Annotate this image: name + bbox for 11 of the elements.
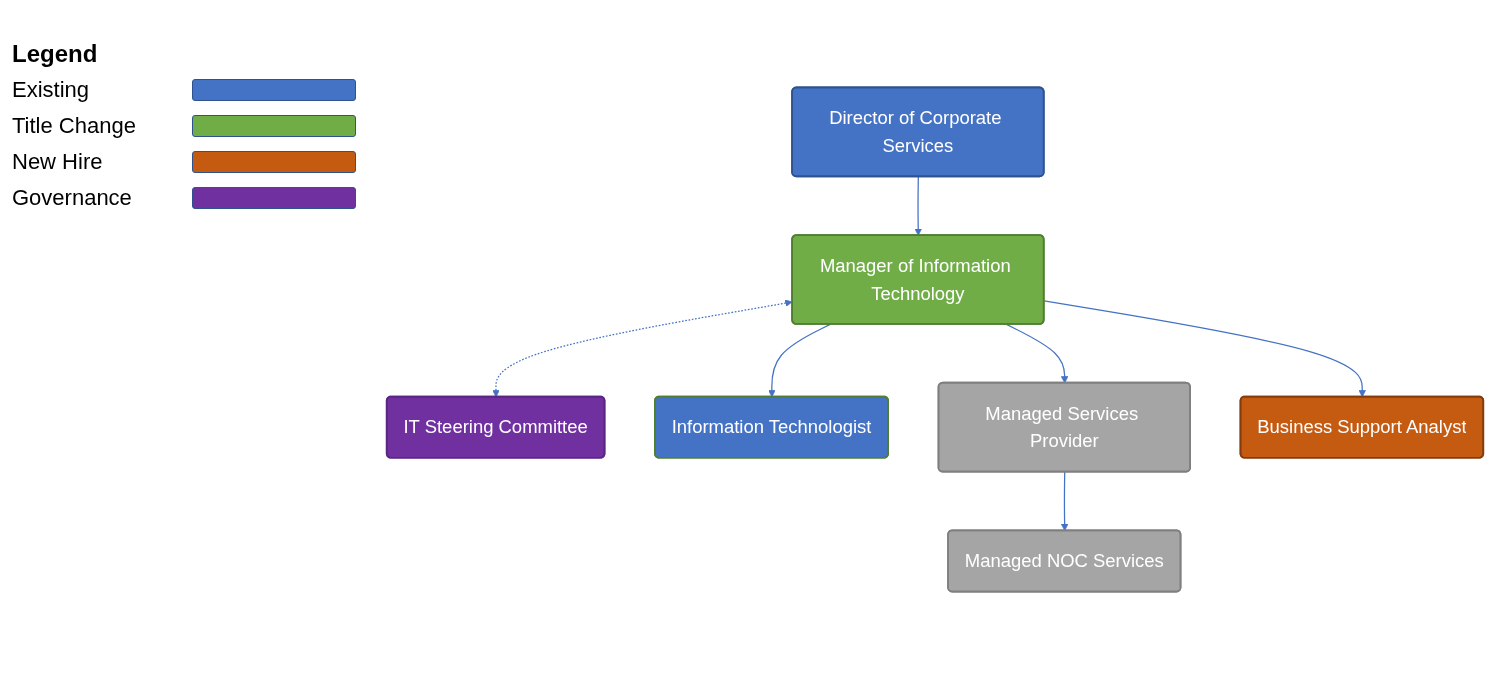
arrow	[914, 176, 922, 236]
legend-label: Governance	[12, 185, 133, 211]
legend-label: New Hire	[12, 149, 104, 175]
legend-label: Title Change	[12, 113, 137, 139]
arrow	[1060, 471, 1069, 532]
arrow	[1043, 300, 1366, 398]
legend-title: Legend	[12, 40, 99, 68]
arrow	[1005, 323, 1069, 384]
arrow	[768, 323, 831, 398]
arrow	[492, 299, 793, 398]
legend-label: Existing	[12, 77, 91, 103]
